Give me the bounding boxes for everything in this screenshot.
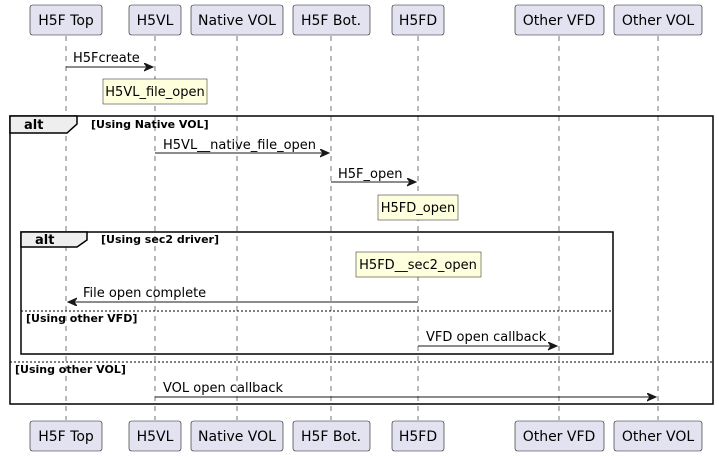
participant-label: H5VL <box>137 13 174 29</box>
fragment-guard: [Using sec2 driver] <box>101 233 219 246</box>
participant-native-vol[interactable]: Native VOL <box>190 4 284 36</box>
fragment-alt-inner: alt [Using sec2 driver] [Using other VFD… <box>20 231 614 355</box>
participant-label: H5VL <box>137 429 174 445</box>
participant-native-vol-bottom[interactable]: Native VOL <box>190 420 284 452</box>
fragment-alt-outer: alt [Using Native VOL] [Using other VOL] <box>9 115 714 405</box>
participant-h5fd[interactable]: H5FD <box>391 4 445 36</box>
note-label: H5VL_file_open <box>105 85 204 100</box>
note-label: H5FD__sec2_open <box>359 258 477 273</box>
participant-label: H5FD <box>399 13 437 29</box>
participant-h5f-bot-bottom[interactable]: H5F Bot. <box>292 420 371 452</box>
participant-label: Native VOL <box>198 429 276 445</box>
participant-label: H5F Bot. <box>301 429 361 445</box>
message-label: H5VL__native_file_open <box>163 138 316 153</box>
participant-h5f-top-bottom[interactable]: H5F Top <box>29 420 103 452</box>
message-file-open-complete: File open complete <box>68 286 418 302</box>
participant-label: Other VOL <box>622 13 695 29</box>
fragment-guard: [Using Native VOL] <box>91 118 209 131</box>
fragment-keyword: alt <box>35 233 54 248</box>
fragment-keyword: alt <box>24 118 43 133</box>
note-label: H5FD_open <box>381 201 455 216</box>
participant-label: H5F Bot. <box>301 13 361 29</box>
participant-h5vl-bottom[interactable]: H5VL <box>128 420 182 452</box>
note-h5fd-sec2-open: H5FD__sec2_open <box>355 251 482 278</box>
message-h5f-open: H5F_open <box>331 167 416 182</box>
message-label: File open complete <box>83 286 206 301</box>
fragment-else-guard: [Using other VOL] <box>15 363 126 376</box>
participant-other-vfd[interactable]: Other VFD <box>514 4 605 36</box>
participant-h5f-top[interactable]: H5F Top <box>29 4 103 36</box>
note-h5fd-open: H5FD_open <box>377 194 459 221</box>
participant-label: Native VOL <box>198 13 276 29</box>
message-label: VOL open callback <box>163 381 284 396</box>
fragment-else-guard: [Using other VFD] <box>26 312 137 325</box>
note-h5vl-file-open: H5VL_file_open <box>102 78 208 105</box>
participant-h5f-bot[interactable]: H5F Bot. <box>292 4 371 36</box>
message-label: H5F_open <box>338 167 402 182</box>
participant-label: H5F Top <box>38 429 94 445</box>
participants-bottom: H5F Top H5VL Native VOL H5F Bot. H5FD Ot… <box>29 420 703 452</box>
participant-other-vol[interactable]: Other VOL <box>613 4 703 36</box>
message-vol-open-callback: VOL open callback <box>155 381 656 397</box>
message-label: VFD open callback <box>426 330 547 345</box>
participant-label: Other VFD <box>523 13 596 29</box>
participant-other-vfd-bottom[interactable]: Other VFD <box>514 420 605 452</box>
participant-label: H5F Top <box>38 13 94 29</box>
message-h5fcreate: H5Fcreate <box>66 51 153 67</box>
message-native-file-open: H5VL__native_file_open <box>155 138 329 153</box>
participant-label: Other VOL <box>622 429 695 445</box>
message-vfd-open-callback: VFD open callback <box>418 330 557 346</box>
message-label: H5Fcreate <box>73 51 140 66</box>
participants-top: H5F Top H5VL Native VOL H5F Bot. H5FD Ot… <box>29 4 703 36</box>
participant-other-vol-bottom[interactable]: Other VOL <box>613 420 703 452</box>
participant-h5vl[interactable]: H5VL <box>128 4 182 36</box>
participant-h5fd-bottom[interactable]: H5FD <box>391 420 445 452</box>
participant-label: Other VFD <box>523 429 596 445</box>
participant-label: H5FD <box>399 429 437 445</box>
